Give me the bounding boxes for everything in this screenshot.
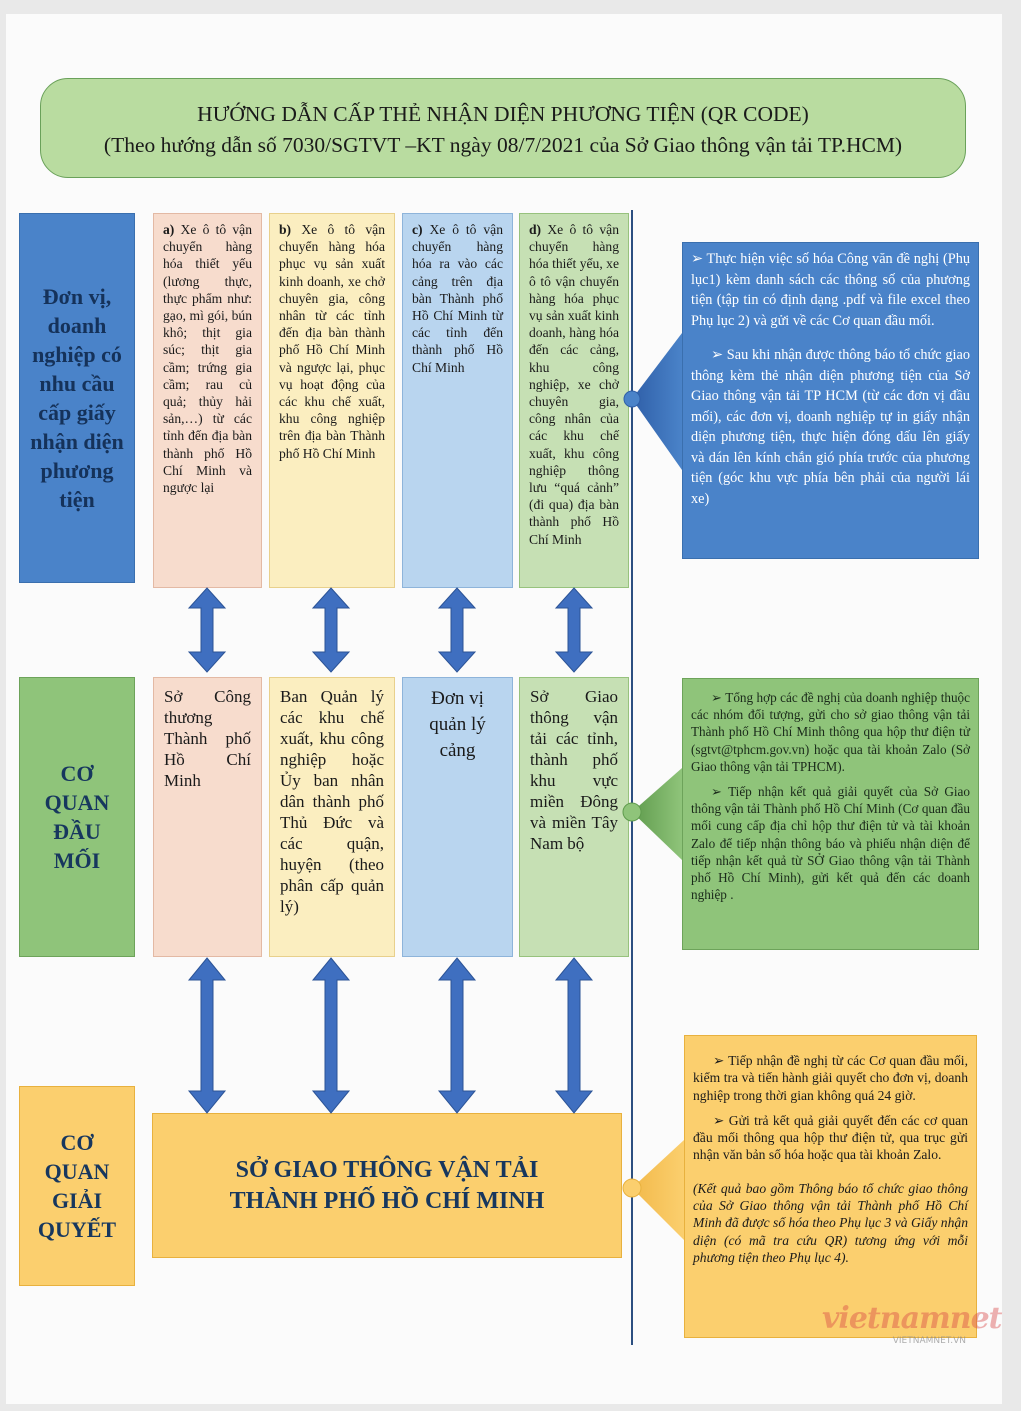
double-arrow-d-lower [554, 957, 594, 1114]
callout-wedge-resolver [632, 1140, 684, 1240]
category-c: c) Xe ô tô vận chuyển hàng hóa ra vào cá… [402, 213, 513, 588]
resolver-box: SỞ GIAO THÔNG VẬN TẢI THÀNH PHỐ HỒ CHÍ M… [152, 1113, 622, 1258]
double-arrow-c-lower [437, 957, 477, 1114]
row-label-focal-text: CƠ QUAN ĐẦU MỐI [44, 761, 110, 873]
title-banner: HƯỚNG DẪN CẤP THẺ NHẬN DIỆN PHƯƠNG TIỆN … [40, 78, 966, 178]
note-applicant: ➢ Thực hiện việc số hóa Công văn đề nghị… [682, 242, 979, 559]
agency-industrial-zones: Ban Quản lý các khu chế xuất, khu công n… [269, 677, 395, 957]
note-focal-1: ➢ Tổng hợp các đề nghị của doanh nghiệp … [691, 690, 970, 774]
category-a-prefix: a) [163, 222, 175, 237]
callout-dot-resolver [622, 1178, 642, 1198]
double-arrow-d [554, 587, 594, 673]
callout-dot-focal [622, 802, 642, 822]
note-applicant-2: ➢ Sau khi nhận được thông báo tổ chức gi… [691, 347, 970, 507]
agency-port-management: Đơn vị quản lý cảng [402, 677, 513, 957]
note-resolver-2: ➢ Gửi trả kết quả giải quyết đến các cơ … [693, 1112, 968, 1163]
callout-wedge-applicant [632, 333, 682, 470]
note-resolver: ➢ Tiếp nhận đề nghị từ các Cơ quan đầu m… [684, 1035, 977, 1338]
row-label-applicant-text: Đơn vị, doanh nghiệp có nhu cầu cấp giấy… [30, 284, 124, 512]
double-arrow-c [437, 587, 477, 673]
row-label-focal: CƠ QUAN ĐẦU MỐI [19, 677, 135, 957]
watermark-brand: vietnamnet [822, 1301, 1003, 1336]
category-a-text: Xe ô tô vận chuyển hàng hóa thiết yếu (l… [163, 222, 252, 496]
title-line-2: (Theo hướng dẫn số 7030/SGTVT –KT ngày 0… [103, 133, 903, 157]
watermark-sub: VIETNAMNET.VN [892, 1336, 966, 1346]
row-label-resolver: CƠ QUAN GIẢI QUYẾT [19, 1086, 135, 1286]
row-label-resolver-text: CƠ QUAN GIẢI QUYẾT [37, 1130, 117, 1242]
double-arrow-a-lower [187, 957, 227, 1114]
note-focal: ➢ Tổng hợp các đề nghị của doanh nghiệp … [682, 678, 979, 950]
category-c-text: Xe ô tô vận chuyển hàng hóa ra vào các c… [412, 222, 504, 375]
category-c-prefix: c) [412, 222, 423, 237]
agency-industry-trade-text: Sở Công thương Thành phố Hồ Chí Minh [164, 687, 251, 790]
agency-industry-trade: Sở Công thương Thành phố Hồ Chí Minh [153, 677, 262, 957]
vertical-separator [631, 210, 633, 1345]
double-arrow-b [311, 587, 351, 673]
category-d: d) Xe ô tô vận chuyển hàng hóa thiết yếu… [519, 213, 629, 588]
agency-provincial-transport: Sở Giao thông vận tải các tỉnh, thành ph… [519, 677, 629, 957]
resolver-box-line-2: THÀNH PHỐ HỒ CHÍ MINH [229, 1187, 545, 1214]
vietnamnet-watermark: vietnamnet VIETNAMNET.VN [822, 1301, 1003, 1362]
category-b-text: Xe ô tô vận chuyển hàng hóa phục vụ sản … [279, 222, 385, 461]
note-resolver-1: ➢ Tiếp nhận đề nghị từ các Cơ quan đầu m… [693, 1053, 968, 1103]
category-a: a) Xe ô tô vận chuyển hàng hóa thiết yếu… [153, 213, 262, 588]
callout-dot-applicant [623, 390, 641, 408]
agency-provincial-transport-text: Sở Giao thông vận tải các tỉnh, thành ph… [530, 687, 618, 853]
double-arrow-b-lower [311, 957, 351, 1114]
note-focal-2: ➢ Tiếp nhận kết quả giải quyết của Sở Gi… [691, 784, 970, 903]
note-resolver-italic: (Kết quả bao gồm Thông báo tổ chức giao … [693, 1180, 968, 1265]
note-applicant-1: ➢ Thực hiện việc số hóa Công văn đề nghị… [691, 251, 970, 329]
double-arrow-a [187, 587, 227, 673]
agency-port-management-text: Đơn vị quản lý cảng [429, 688, 486, 761]
category-b: b) Xe ô tô vận chuyển hàng hóa phục vụ s… [269, 213, 395, 588]
category-b-prefix: b) [279, 222, 292, 237]
category-d-prefix: d) [529, 222, 542, 237]
category-d-text: Xe ô tô vận chuyển hàng hóa thiết yếu, x… [529, 222, 619, 547]
agency-industrial-zones-text: Ban Quản lý các khu chế xuất, khu công n… [280, 687, 384, 916]
title-line-1: HƯỚNG DẪN CẤP THẺ NHẬN DIỆN PHƯƠNG TIỆN … [197, 102, 809, 126]
resolver-box-line-1: SỞ GIAO THÔNG VẬN TẢI [235, 1156, 539, 1183]
callout-wedge-focal [632, 768, 682, 860]
row-label-applicant: Đơn vị, doanh nghiệp có nhu cầu cấp giấy… [19, 213, 135, 583]
